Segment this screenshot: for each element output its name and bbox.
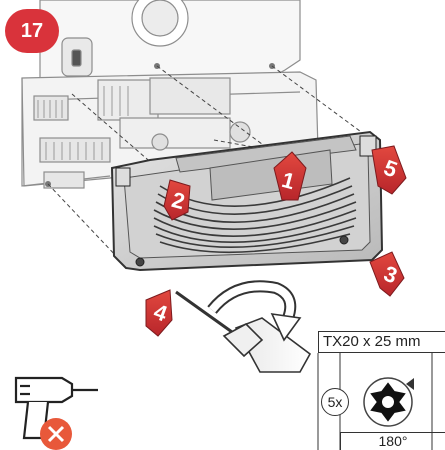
torx-bit-icon [363,377,414,427]
callout-arrow-2: 2 [163,179,191,221]
screw-count-label: 5x [321,388,349,416]
callout-arrow-1: 1 [273,151,307,201]
callout-arrow-4: 4 [145,289,173,337]
prohibited-icon [40,418,72,450]
step-number-badge: 17 [5,9,59,53]
screwdriver [175,290,312,373]
housing-terminal-details [37,86,129,160]
rotation-arrow [207,280,302,342]
torx-size-label: TX20 x 25 mm [318,331,445,353]
alignment-lines [47,65,373,259]
callout-arrow-3: 3 [369,251,405,297]
rotation-angle-label: 180° [340,432,445,450]
no-power-drill-icon [14,376,98,440]
callout-arrow-5: 5 [371,145,407,195]
